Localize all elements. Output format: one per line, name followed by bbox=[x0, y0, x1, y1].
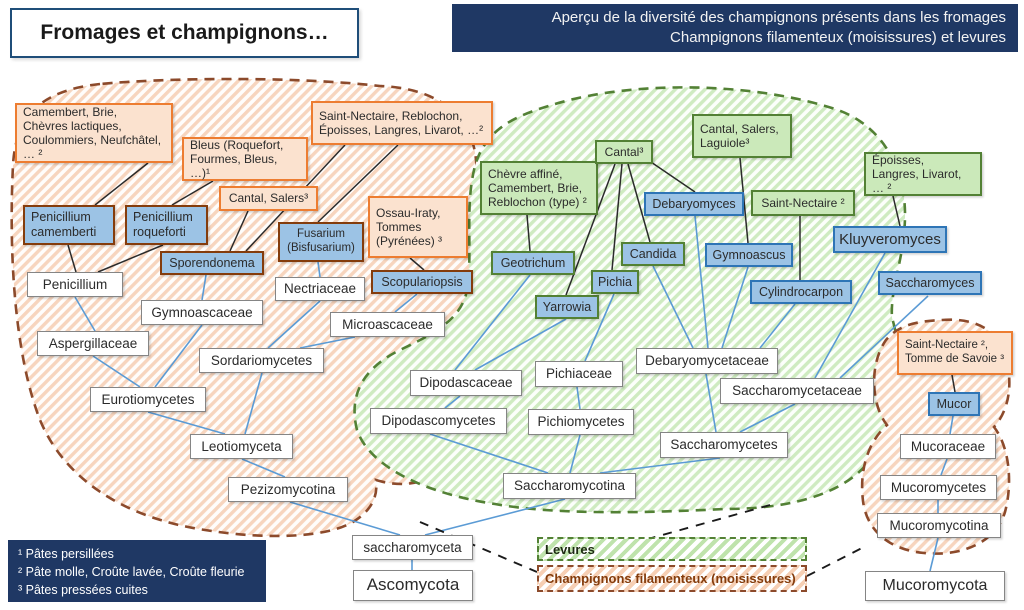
node-gymnoascaceae: Gymnoascaceae bbox=[141, 300, 263, 325]
node-saint-nectaire-group-cheeses: Saint-Nectaire, Reblochon, Époisses, Lan… bbox=[311, 101, 493, 145]
node-geotrichum: Geotrichum bbox=[491, 251, 575, 275]
node-eurotiomycetes: Eurotiomycetes bbox=[90, 387, 206, 412]
footnote-legend: ¹ Pâtes persillées ² Pâte molle, Croûte … bbox=[8, 540, 266, 602]
node-bleus-cheeses: Bleus (Roquefort, Fourmes, Bleus, …)¹ bbox=[182, 137, 308, 181]
moisissures-region-label: Champignons filamenteux (moisissures) bbox=[537, 565, 807, 592]
node-camembert-cheeses: Camembert, Brie, Chèvres lactiques, Coul… bbox=[15, 103, 173, 163]
node-cantal-salers-cheeses: Cantal, Salers³ bbox=[219, 186, 318, 211]
node-cylindrocarpon: Cylindrocarpon bbox=[750, 280, 852, 304]
node-candida: Candida bbox=[621, 242, 685, 266]
node-mucor: Mucor bbox=[928, 392, 980, 416]
node-nectriaceae: Nectriaceae bbox=[275, 277, 365, 301]
node-sporendonema: Sporendonema bbox=[160, 251, 264, 275]
node-fusarium: Fusarium (Bisfusarium) bbox=[278, 222, 364, 262]
node-saccharomyces: Saccharomyces bbox=[878, 271, 982, 295]
node-ascomycota: Ascomycota bbox=[353, 570, 473, 601]
node-dipodascomycetes: Dipodascomycetes bbox=[370, 408, 507, 434]
node-microascaceae: Microascaceae bbox=[330, 312, 445, 337]
node-debaryomyces: Debaryomyces bbox=[644, 192, 744, 216]
node-penicillium-camemberti: Penicillium camemberti bbox=[23, 205, 115, 245]
footnote-3: ³ Pâtes pressées cuites bbox=[18, 583, 148, 598]
node-debaryomycetaceae: Debaryomycetaceae bbox=[636, 348, 778, 374]
node-scopulariopsis: Scopulariopsis bbox=[371, 270, 473, 294]
cheese-organism-edges bbox=[67, 144, 956, 393]
footnote-2: ² Pâte molle, Croûte lavée, Croûte fleur… bbox=[18, 565, 245, 580]
node-mucoromycotina: Mucoromycotina bbox=[877, 513, 1001, 538]
node-mucoromycota: Mucoromycota bbox=[865, 571, 1005, 601]
node-mucoraceae: Mucoraceae bbox=[900, 434, 996, 459]
node-saint-nectaire-cheese: Saint-Nectaire ² bbox=[751, 190, 855, 216]
node-cantal-salers-laguiole-cheeses: Cantal, Salers, Laguiole³ bbox=[692, 114, 792, 158]
node-saccharomycetaceae: Saccharomycetaceae bbox=[720, 378, 874, 404]
node-pichiaceae: Pichiaceae bbox=[535, 361, 623, 387]
banner-line2: Champignons filamenteux (moisissures) et… bbox=[670, 29, 1006, 46]
legend-connectors bbox=[419, 504, 863, 577]
node-penicillium-roqueforti: Penicillium roqueforti bbox=[125, 205, 208, 245]
phylogeny-edges bbox=[74, 215, 954, 572]
node-chevre-affine-cheeses: Chèvre affiné, Camembert, Brie, Reblocho… bbox=[480, 161, 598, 215]
node-saint-nectaire-tomme-cheeses: Saint-Nectaire ², Tomme de Savoie ³ bbox=[897, 331, 1013, 375]
node-aspergillaceae: Aspergillaceae bbox=[37, 331, 149, 356]
node-pichiomycetes: Pichiomycetes bbox=[528, 409, 634, 435]
subtitle-banner: Aperçu de la diversité des champignons p… bbox=[452, 4, 1018, 52]
node-kluyveromyces: Kluyveromyces bbox=[833, 226, 947, 253]
node-gymnoascus: Gymnoascus bbox=[705, 243, 793, 267]
levures-region-label: Levures bbox=[537, 537, 807, 561]
node-yarrowia: Yarrowia bbox=[535, 295, 599, 319]
node-dipodascaceae: Dipodascaceae bbox=[410, 370, 522, 396]
node-saccharomycetes: Saccharomycetes bbox=[660, 432, 788, 458]
node-cantal-cheese: Cantal³ bbox=[595, 140, 653, 164]
node-penicillium: Penicillium bbox=[27, 272, 123, 297]
node-ossau-iraty-cheeses: Ossau-Iraty, Tommes (Pyrénées) ³ bbox=[368, 196, 468, 258]
node-mucoromycetes: Mucoromycetes bbox=[880, 475, 997, 500]
node-leotiomyceta: Leotiomyceta bbox=[190, 434, 293, 459]
page-title: Fromages et champignons… bbox=[10, 8, 359, 58]
node-saccharomycotina: Saccharomycotina bbox=[503, 473, 636, 499]
node-saccharomyceta: saccharomyceta bbox=[352, 535, 473, 560]
node-epoisses-langres-cheeses: Époisses, Langres, Livarot, … ² bbox=[864, 152, 982, 196]
node-pichia: Pichia bbox=[591, 270, 639, 294]
node-pezizomycotina: Pezizomycotina bbox=[228, 477, 348, 502]
node-sordariomycetes: Sordariomycetes bbox=[199, 348, 324, 373]
banner-line1: Aperçu de la diversité des champignons p… bbox=[551, 8, 1006, 26]
footnote-1: ¹ Pâtes persillées bbox=[18, 547, 114, 561]
